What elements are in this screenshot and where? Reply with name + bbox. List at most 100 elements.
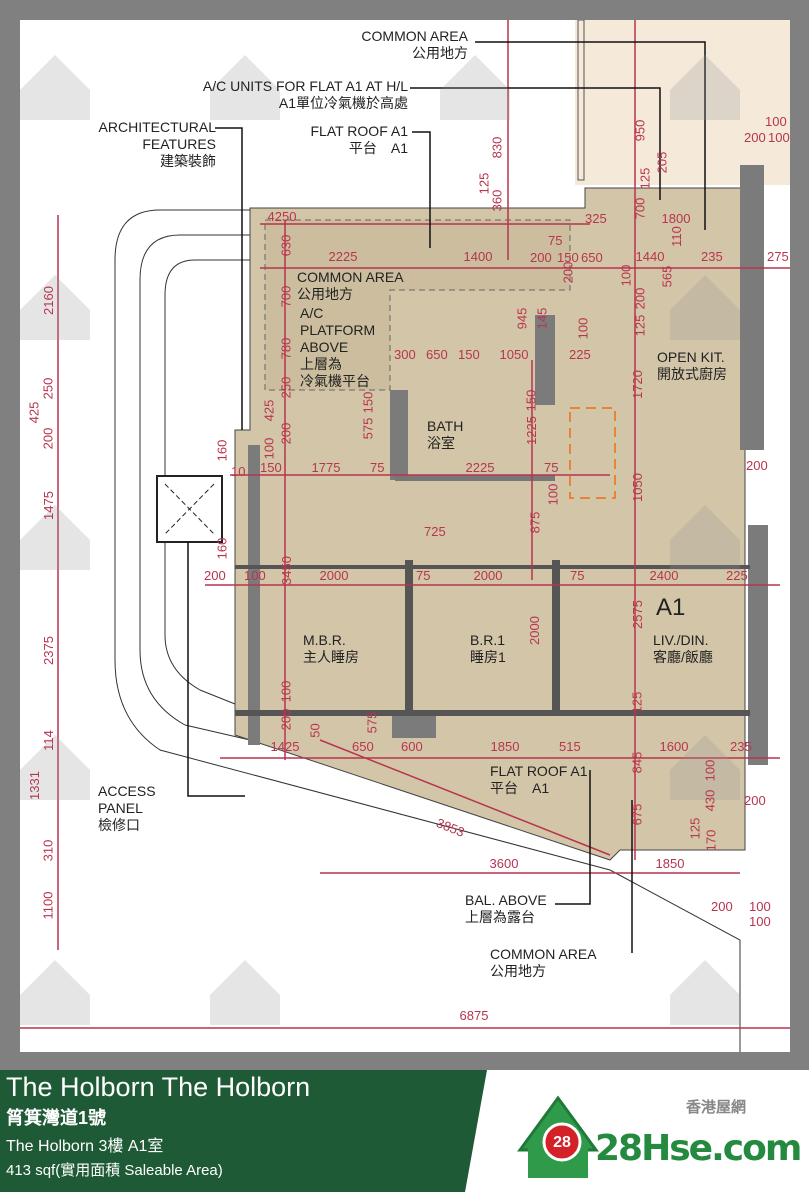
dimension-label: 150 (360, 391, 376, 413)
dimension-label: 950 (632, 119, 648, 141)
dimension-label: 675 (629, 803, 645, 825)
dimension-label: 200 (204, 567, 226, 583)
dimension-label: 425 (261, 399, 277, 421)
dimension-label: 150 (557, 249, 579, 265)
dimension-label: 875 (527, 511, 543, 533)
dimension-label: 150 (458, 346, 480, 362)
floor-plan-drawing (20, 20, 790, 1052)
dimension-label: 600 (401, 738, 423, 754)
dimension-label: 10 (231, 463, 246, 479)
logo-text: 28Hse.com (595, 1128, 802, 1169)
info-banner: The Holborn The Holborn 筲箕灣道1號 The Holbo… (0, 1070, 809, 1192)
dimension-label: 160 (214, 537, 230, 559)
dimension-label: 100 (545, 483, 561, 505)
dimension-label: 845 (629, 751, 645, 773)
upper-area (575, 20, 790, 185)
dimension-label: 2000 (319, 567, 349, 583)
project-title: The Holborn The Holborn (6, 1072, 311, 1102)
wall (390, 390, 408, 480)
dimension-label: 1800 (661, 210, 691, 226)
dimension-label: 1850 (655, 855, 685, 871)
dimension-label: 200 (40, 427, 56, 449)
dimension-label: 3600 (489, 855, 519, 871)
room-living-dining: LIV./DIN.客廳/飯廳 (653, 632, 713, 665)
dimension-label: 2575 (629, 599, 645, 629)
room-master-bedroom: M.B.R.主人睡房 (303, 632, 359, 665)
partition (395, 475, 555, 481)
dimension-label: 1475 (40, 490, 56, 520)
banner-background (0, 1070, 599, 1192)
dimension-label: 110 (668, 225, 684, 247)
dimension-label: 275 (767, 248, 789, 264)
callout-leaders (187, 41, 706, 953)
partition (552, 560, 560, 715)
partition (235, 710, 750, 716)
dimension-label: 2225 (328, 248, 358, 264)
logo-badge-text: 28 (553, 1134, 571, 1151)
dimension-label: 100 (261, 437, 277, 459)
project-address: 筲箕灣道1號 (6, 1108, 107, 1128)
dimension-label: 300 (394, 346, 416, 362)
wall (740, 165, 764, 450)
dimension-label: 100 (575, 317, 591, 339)
wall-line (577, 20, 585, 181)
dimension-label: 1331 (26, 770, 42, 800)
dimension-label: 75 (370, 459, 385, 475)
dimension-label: 200 (560, 261, 576, 283)
dimension-label: 630 (278, 234, 294, 256)
dimension-label: 75 (416, 567, 431, 583)
dimension-label: 75 (548, 232, 563, 248)
dimension-label: 50 (307, 722, 323, 738)
dimension-label: 200 (278, 422, 294, 444)
wall (248, 445, 260, 745)
dimension-label: 235 (730, 738, 752, 754)
wall (535, 315, 555, 405)
dimension-label: 425 (26, 401, 42, 423)
dimension-label: 200 (711, 898, 733, 914)
dimension-label: 100 (749, 913, 771, 929)
dimension-label: 235 (701, 248, 723, 264)
dimension-label: 2000 (473, 567, 503, 583)
dimension-label: 515 (559, 738, 581, 754)
dimension-label: 200 (278, 708, 294, 730)
dimension-label: 75 (544, 459, 559, 475)
ac-platform (264, 219, 571, 391)
wall (748, 525, 768, 765)
dimension-label: 650 (426, 346, 448, 362)
dimension-label: 125 (632, 314, 648, 336)
dimension-label: 1425 (270, 738, 300, 754)
dimension-label: 100 (765, 113, 787, 129)
dimension-lines (20, 20, 790, 1029)
dimension-label: 2225 (465, 459, 495, 475)
dimension-label: 4250 (267, 208, 297, 224)
dimension-label: 830 (489, 136, 505, 158)
dimension-label: 575 (364, 711, 380, 733)
partition (235, 565, 750, 569)
dimension-label: 150 (523, 389, 539, 411)
dimension-label: 2375 (40, 635, 56, 665)
dimension-label: 725 (424, 523, 446, 539)
dimension-label: 145 (534, 307, 550, 329)
dimension-label: 250 (278, 376, 294, 398)
appliance-outline (569, 407, 616, 499)
dimension-label: 205 (654, 151, 670, 173)
dimension-label: 114 (40, 729, 56, 751)
site-outline-inner (139, 234, 251, 741)
unit-info: The Holborn 3樓 A1室 (6, 1138, 164, 1155)
dimension-label: 360 (489, 189, 505, 211)
dimension-label: 650 (581, 249, 603, 265)
dimension-label: 3450 (278, 555, 294, 585)
unit-label: A1 (656, 594, 686, 621)
dimension-label: 200 (744, 792, 766, 808)
dimension-label: 125 (629, 691, 645, 713)
